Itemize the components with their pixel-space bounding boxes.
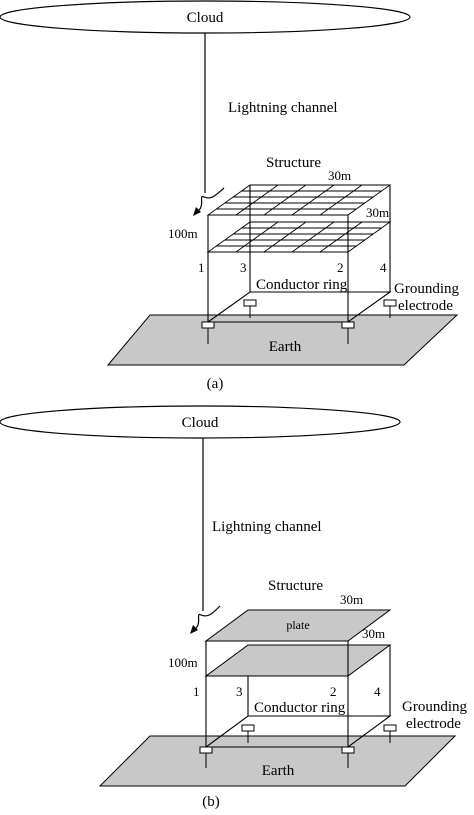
- height-dimension-a: 100m: [168, 226, 198, 241]
- panel-b: Cloud Lightning channel Structure 30m 30…: [0, 405, 471, 810]
- grounding-electrode-4-a: [383, 299, 397, 318]
- panel-a: Cloud Lightning channel Structure 30m 30…: [0, 0, 463, 392]
- grounding-electrode-2-a: [341, 321, 355, 344]
- grounding-electrode-2-b: [341, 746, 355, 768]
- structure-label-b: Structure: [268, 578, 323, 594]
- grounding-label-line2-b: electrode: [406, 716, 461, 732]
- grounding-label-b: Grounding electrode: [402, 699, 471, 732]
- depth-dimension-a: 30m: [366, 205, 389, 220]
- earth-plane-b: [98, 735, 457, 787]
- conductor-ring-label-b: Conductor ring: [254, 700, 346, 716]
- grounding-electrode-1-b: [199, 746, 213, 768]
- column-label-3-b: 3: [236, 684, 243, 699]
- grounding-label-line2-a: electrode: [398, 298, 453, 314]
- grid-floor-lower-a: [206, 221, 392, 253]
- grounding-electrode-3-a: [243, 299, 257, 318]
- grounding-label-a: Grounding electrode: [394, 281, 463, 314]
- lightning-channel-label-a: Lightning channel: [228, 100, 338, 116]
- grounding-electrode-3-b: [241, 724, 255, 743]
- cloud-label-b: Cloud: [182, 415, 219, 431]
- earth-plane-a: [106, 314, 459, 366]
- cloud-b: [0, 405, 401, 439]
- plate-lower-b: [204, 644, 392, 677]
- height-dimension-b: 100m: [168, 655, 198, 670]
- column-label-1-b: 1: [193, 684, 200, 699]
- conductor-ring-label-a: Conductor ring: [256, 277, 348, 293]
- width-dimension-b: 30m: [340, 592, 363, 607]
- earth-label-b: Earth: [262, 763, 295, 779]
- plate-label-b: plate: [286, 618, 309, 632]
- column-label-2-a: 2: [337, 260, 344, 275]
- column-label-1-a: 1: [198, 260, 205, 275]
- column-label-3-a: 3: [240, 260, 247, 275]
- columns-b: [205, 641, 391, 747]
- cloud-label-a: Cloud: [187, 10, 224, 26]
- caption-a: (a): [207, 376, 224, 392]
- columns-a: [207, 185, 391, 322]
- earth-label-a: Earth: [269, 339, 302, 355]
- column-label-2-b: 2: [330, 684, 337, 699]
- column-label-4-a: 4: [380, 260, 387, 275]
- column-label-4-b: 4: [374, 684, 381, 699]
- strike-arrowhead-b: [190, 625, 198, 634]
- lightning-channel-label-b: Lightning channel: [212, 519, 322, 535]
- strike-arrow-a: [196, 187, 225, 213]
- grounding-electrode-1-a: [201, 321, 215, 344]
- grounding-electrode-4-b: [383, 724, 397, 743]
- structure-label-a: Structure: [266, 155, 321, 171]
- caption-b: (b): [202, 794, 220, 810]
- strike-arrowhead-a: [193, 207, 201, 216]
- grid-floor-upper-a: [206, 184, 392, 216]
- strike-arrow-b: [193, 605, 221, 631]
- width-dimension-a: 30m: [328, 168, 351, 183]
- depth-dimension-b: 30m: [362, 626, 385, 641]
- grounding-label-line1-a: Grounding: [394, 281, 459, 297]
- grounding-label-line1-b: Grounding: [402, 699, 467, 715]
